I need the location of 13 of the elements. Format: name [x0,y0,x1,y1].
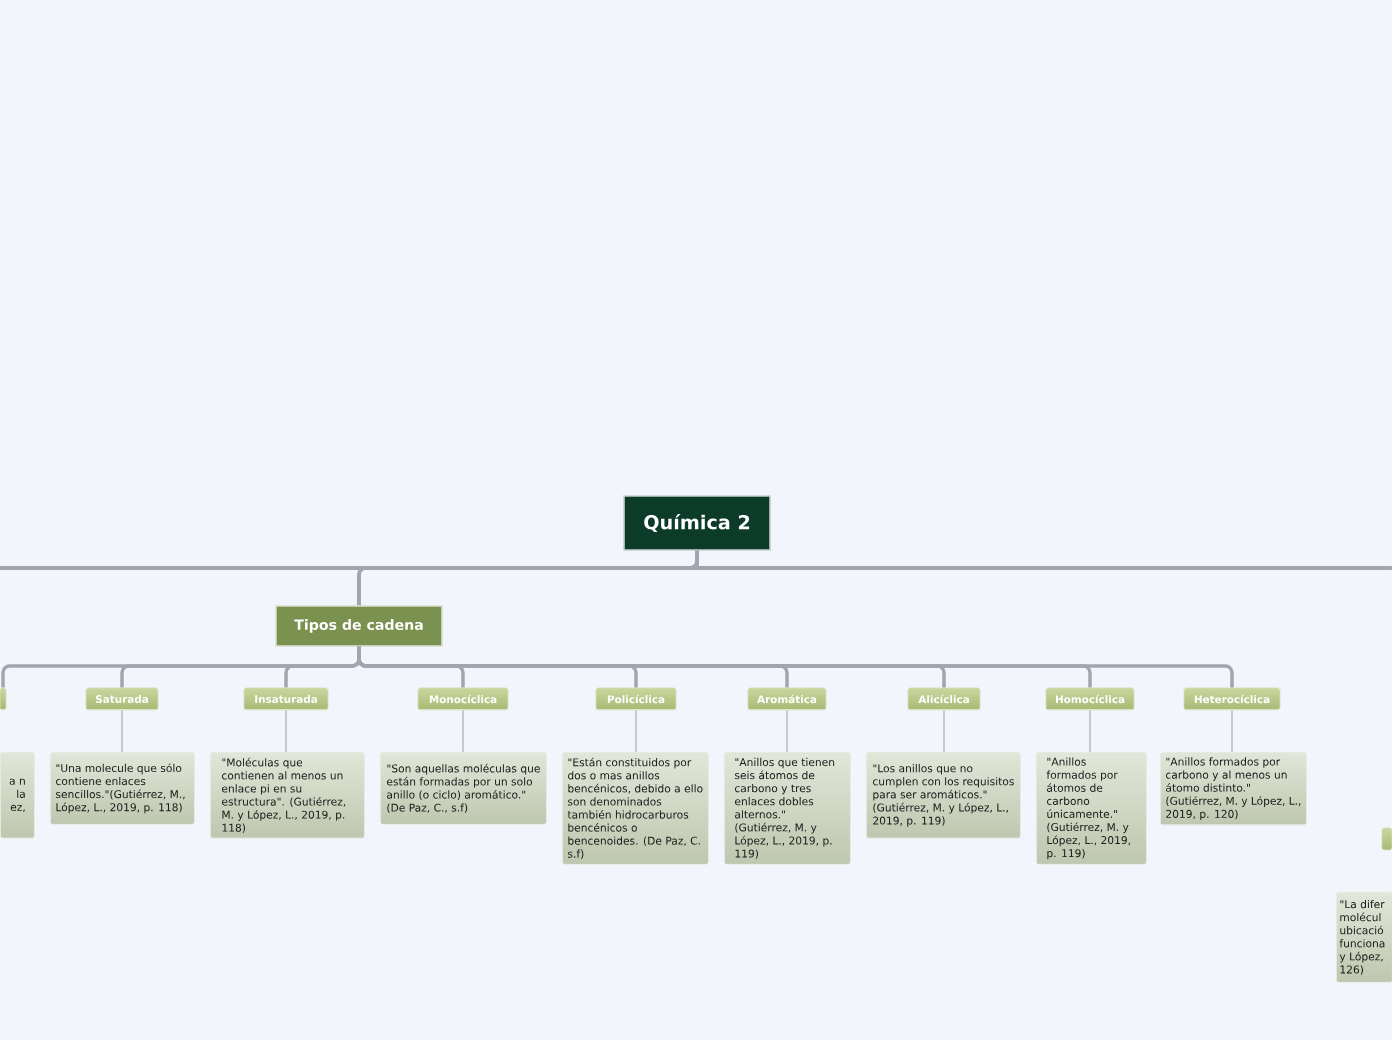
connector-line [462,709,464,753]
subtopic-tag [1381,827,1392,851]
connector-line [285,709,287,753]
subtopic-tag [0,687,7,711]
central-topic-box: Química 2 [623,495,771,551]
connector-line [695,550,1392,570]
connector-line [943,709,945,753]
connector-line [1231,709,1233,753]
connector-line [357,646,1234,688]
connector-line [121,709,123,753]
connector-line [786,709,788,753]
connector-line [635,709,637,753]
connector-line [1089,709,1091,753]
